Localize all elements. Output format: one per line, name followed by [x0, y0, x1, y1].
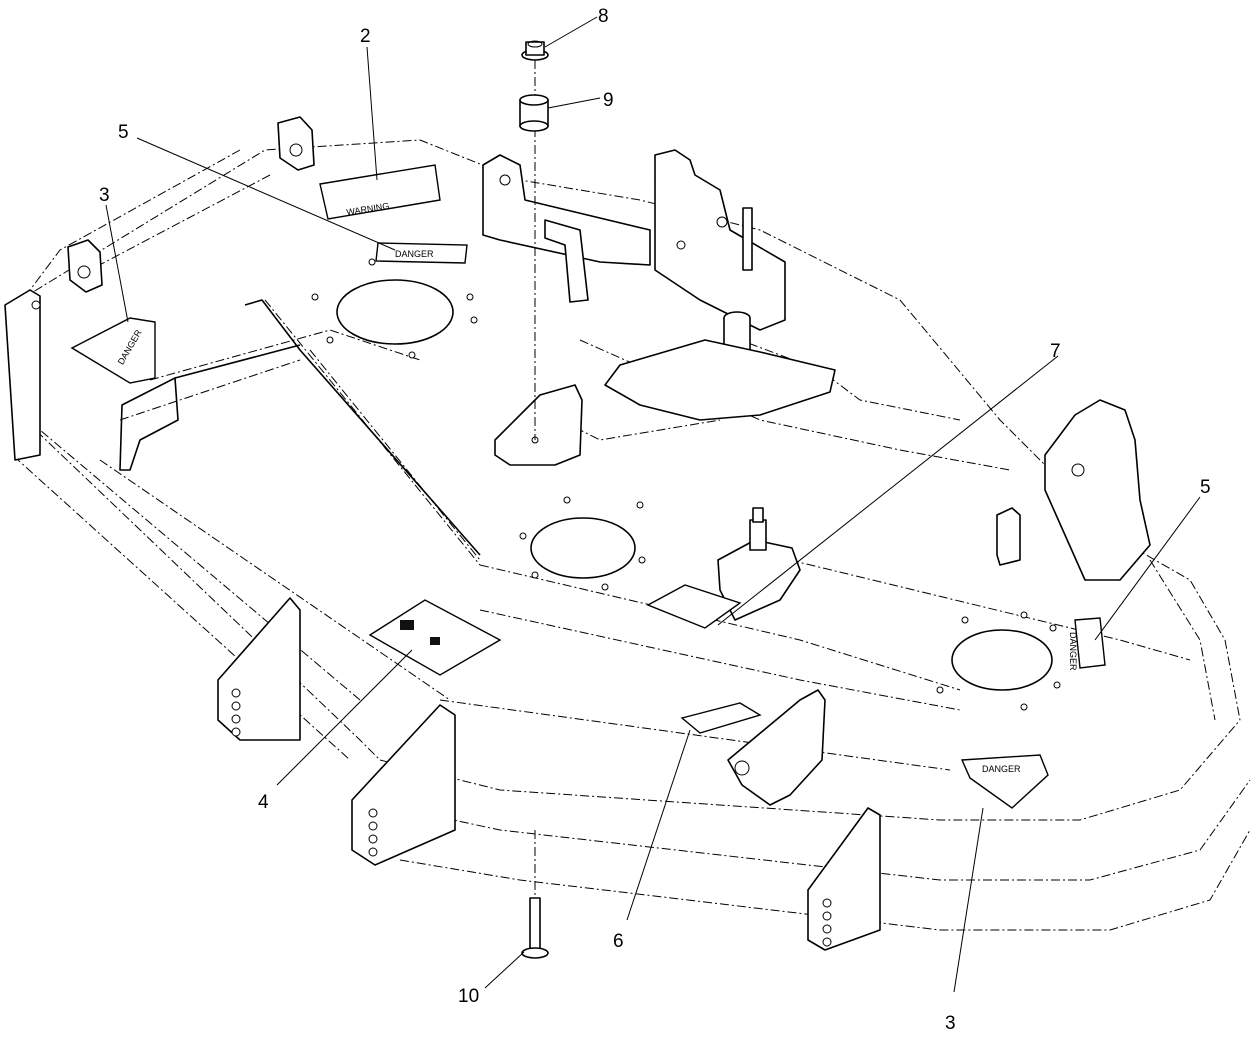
decal-5-danger-upper: DANGER [375, 242, 468, 264]
callout-3-left: 3 [99, 185, 110, 206]
idler-arm [494, 384, 583, 466]
hardware [519, 40, 549, 959]
decal-6-label [680, 702, 762, 734]
decal-5-danger-right-text: DANGER [1068, 632, 1078, 671]
decal-5-danger-upper-text: DANGER [395, 249, 434, 259]
center-front-bracket [727, 689, 826, 806]
callouts: 8 9 2 5 3 7 5 4 6 10 3 [99, 6, 1211, 1034]
decal-2-warning: WARNING [319, 164, 441, 220]
callout-5-upper: 5 [118, 122, 129, 143]
callout-7: 7 [1050, 341, 1061, 362]
decal-5-danger-right: DANGER [1068, 617, 1106, 671]
callout-3-front: 3 [945, 1013, 956, 1034]
callout-6: 6 [613, 931, 624, 952]
decal-7-part-label [646, 584, 742, 629]
flange-nut-part-8 [521, 40, 549, 61]
spacer-part-9 [519, 94, 549, 132]
right-spindle-opening [951, 629, 1053, 691]
decal-3-danger-front: DANGER [960, 754, 1049, 809]
center-spindle-opening [530, 517, 636, 579]
rear-brackets [4, 116, 315, 461]
callout-5-right: 5 [1200, 477, 1211, 498]
rear-pivot-brackets [482, 149, 836, 421]
front-gussets [217, 597, 881, 951]
decal-4-instruction [368, 599, 502, 676]
decal-3-danger-left: DANGER [70, 317, 156, 384]
spindle-openings [311, 258, 1061, 711]
rear-left-spindle-opening [336, 279, 454, 345]
callout-10: 10 [458, 986, 479, 1007]
callout-2: 2 [360, 26, 371, 47]
leader-lines [105, 16, 1201, 993]
callout-8: 8 [598, 6, 609, 27]
right-bracket [996, 399, 1151, 581]
spindle-stud [717, 507, 801, 621]
decal-3-danger-front-text: DANGER [982, 764, 1021, 774]
left-rails [119, 299, 481, 556]
carriage-bolt-part-10 [521, 897, 549, 959]
callout-4: 4 [258, 792, 269, 813]
callout-9: 9 [603, 90, 614, 111]
